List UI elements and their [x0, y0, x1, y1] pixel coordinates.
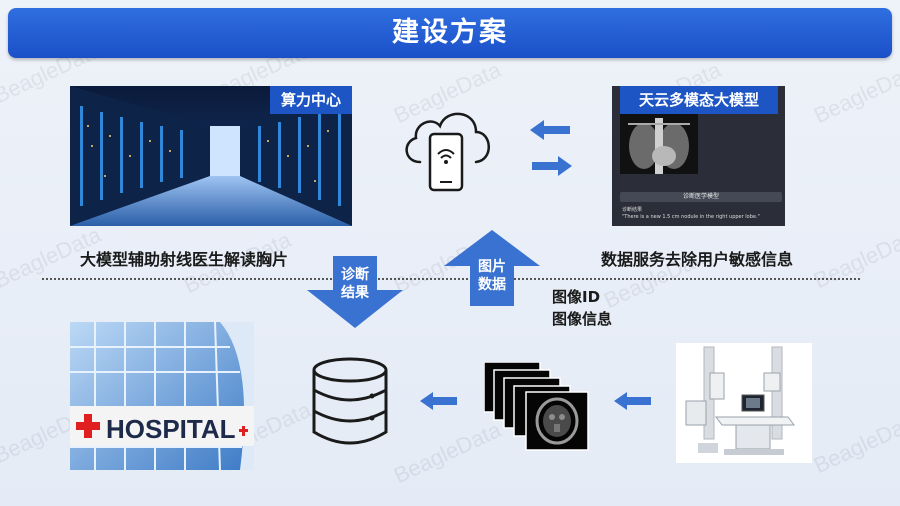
- arrow-up-icon: [444, 230, 540, 306]
- watermark: BeagleData: [809, 221, 900, 294]
- arrow-down-icon: [307, 256, 403, 328]
- model-caption: 数据服务去除用户敏感信息: [601, 250, 794, 269]
- xray-machine-image: [676, 343, 812, 463]
- model-screen-image: 天云多模态大模型 诊断医学模型 诊断结果 "There is a new 1.5…: [612, 86, 785, 226]
- model-screen-quote: "There is a new 1.5 cm nodule in the rig…: [622, 214, 760, 220]
- xray-machine-illustration: [685, 346, 795, 455]
- arrow-up-label-line1: 图片: [478, 259, 506, 275]
- ct-scan-stack-image: [484, 362, 589, 451]
- title-bar: 建设方案: [8, 8, 892, 58]
- arrow-up-label-line2: 数据: [478, 277, 506, 293]
- image-id-label: 图像ID: [552, 288, 601, 306]
- arrow-up-label: 图片 数据: [470, 258, 514, 294]
- cloud-phone-icon: [405, 112, 490, 192]
- hospital-sign-text: HOSPITAL: [106, 414, 236, 444]
- hospital-image: HOSPITAL: [70, 322, 254, 470]
- arrow-left-icon: [530, 120, 570, 140]
- section-divider: [42, 278, 860, 280]
- compute-center-tag: 算力中心: [270, 86, 352, 114]
- arrow-down-label-line1: 诊断: [341, 267, 369, 283]
- model-screen-caption: 诊断结果: [622, 207, 643, 213]
- model-action-button[interactable]: 诊断医学模型: [620, 192, 782, 202]
- server-room-image: 算力中心: [70, 86, 352, 226]
- model-tag: 天云多模态大模型: [620, 86, 778, 114]
- arrow-down-label: 诊断 结果: [333, 266, 377, 302]
- database-icon: [312, 357, 388, 445]
- hospital-building-illustration: HOSPITAL: [70, 322, 254, 470]
- image-info-label: 图像信息: [552, 310, 613, 328]
- compute-center-caption: 大模型辅助射线医生解读胸片: [80, 250, 289, 269]
- arrow-left-icon: [420, 392, 457, 410]
- watermark: BeagleData: [809, 56, 900, 129]
- arrow-down-label-line2: 结果: [341, 285, 369, 301]
- arrow-left-icon: [614, 392, 651, 410]
- chest-xray-image: [620, 114, 698, 174]
- watermark: BeagleData: [809, 406, 900, 479]
- arrow-right-icon: [532, 156, 572, 176]
- page-title: 建设方案: [392, 17, 508, 48]
- image-info-text: 图像ID 图像信息: [552, 286, 612, 330]
